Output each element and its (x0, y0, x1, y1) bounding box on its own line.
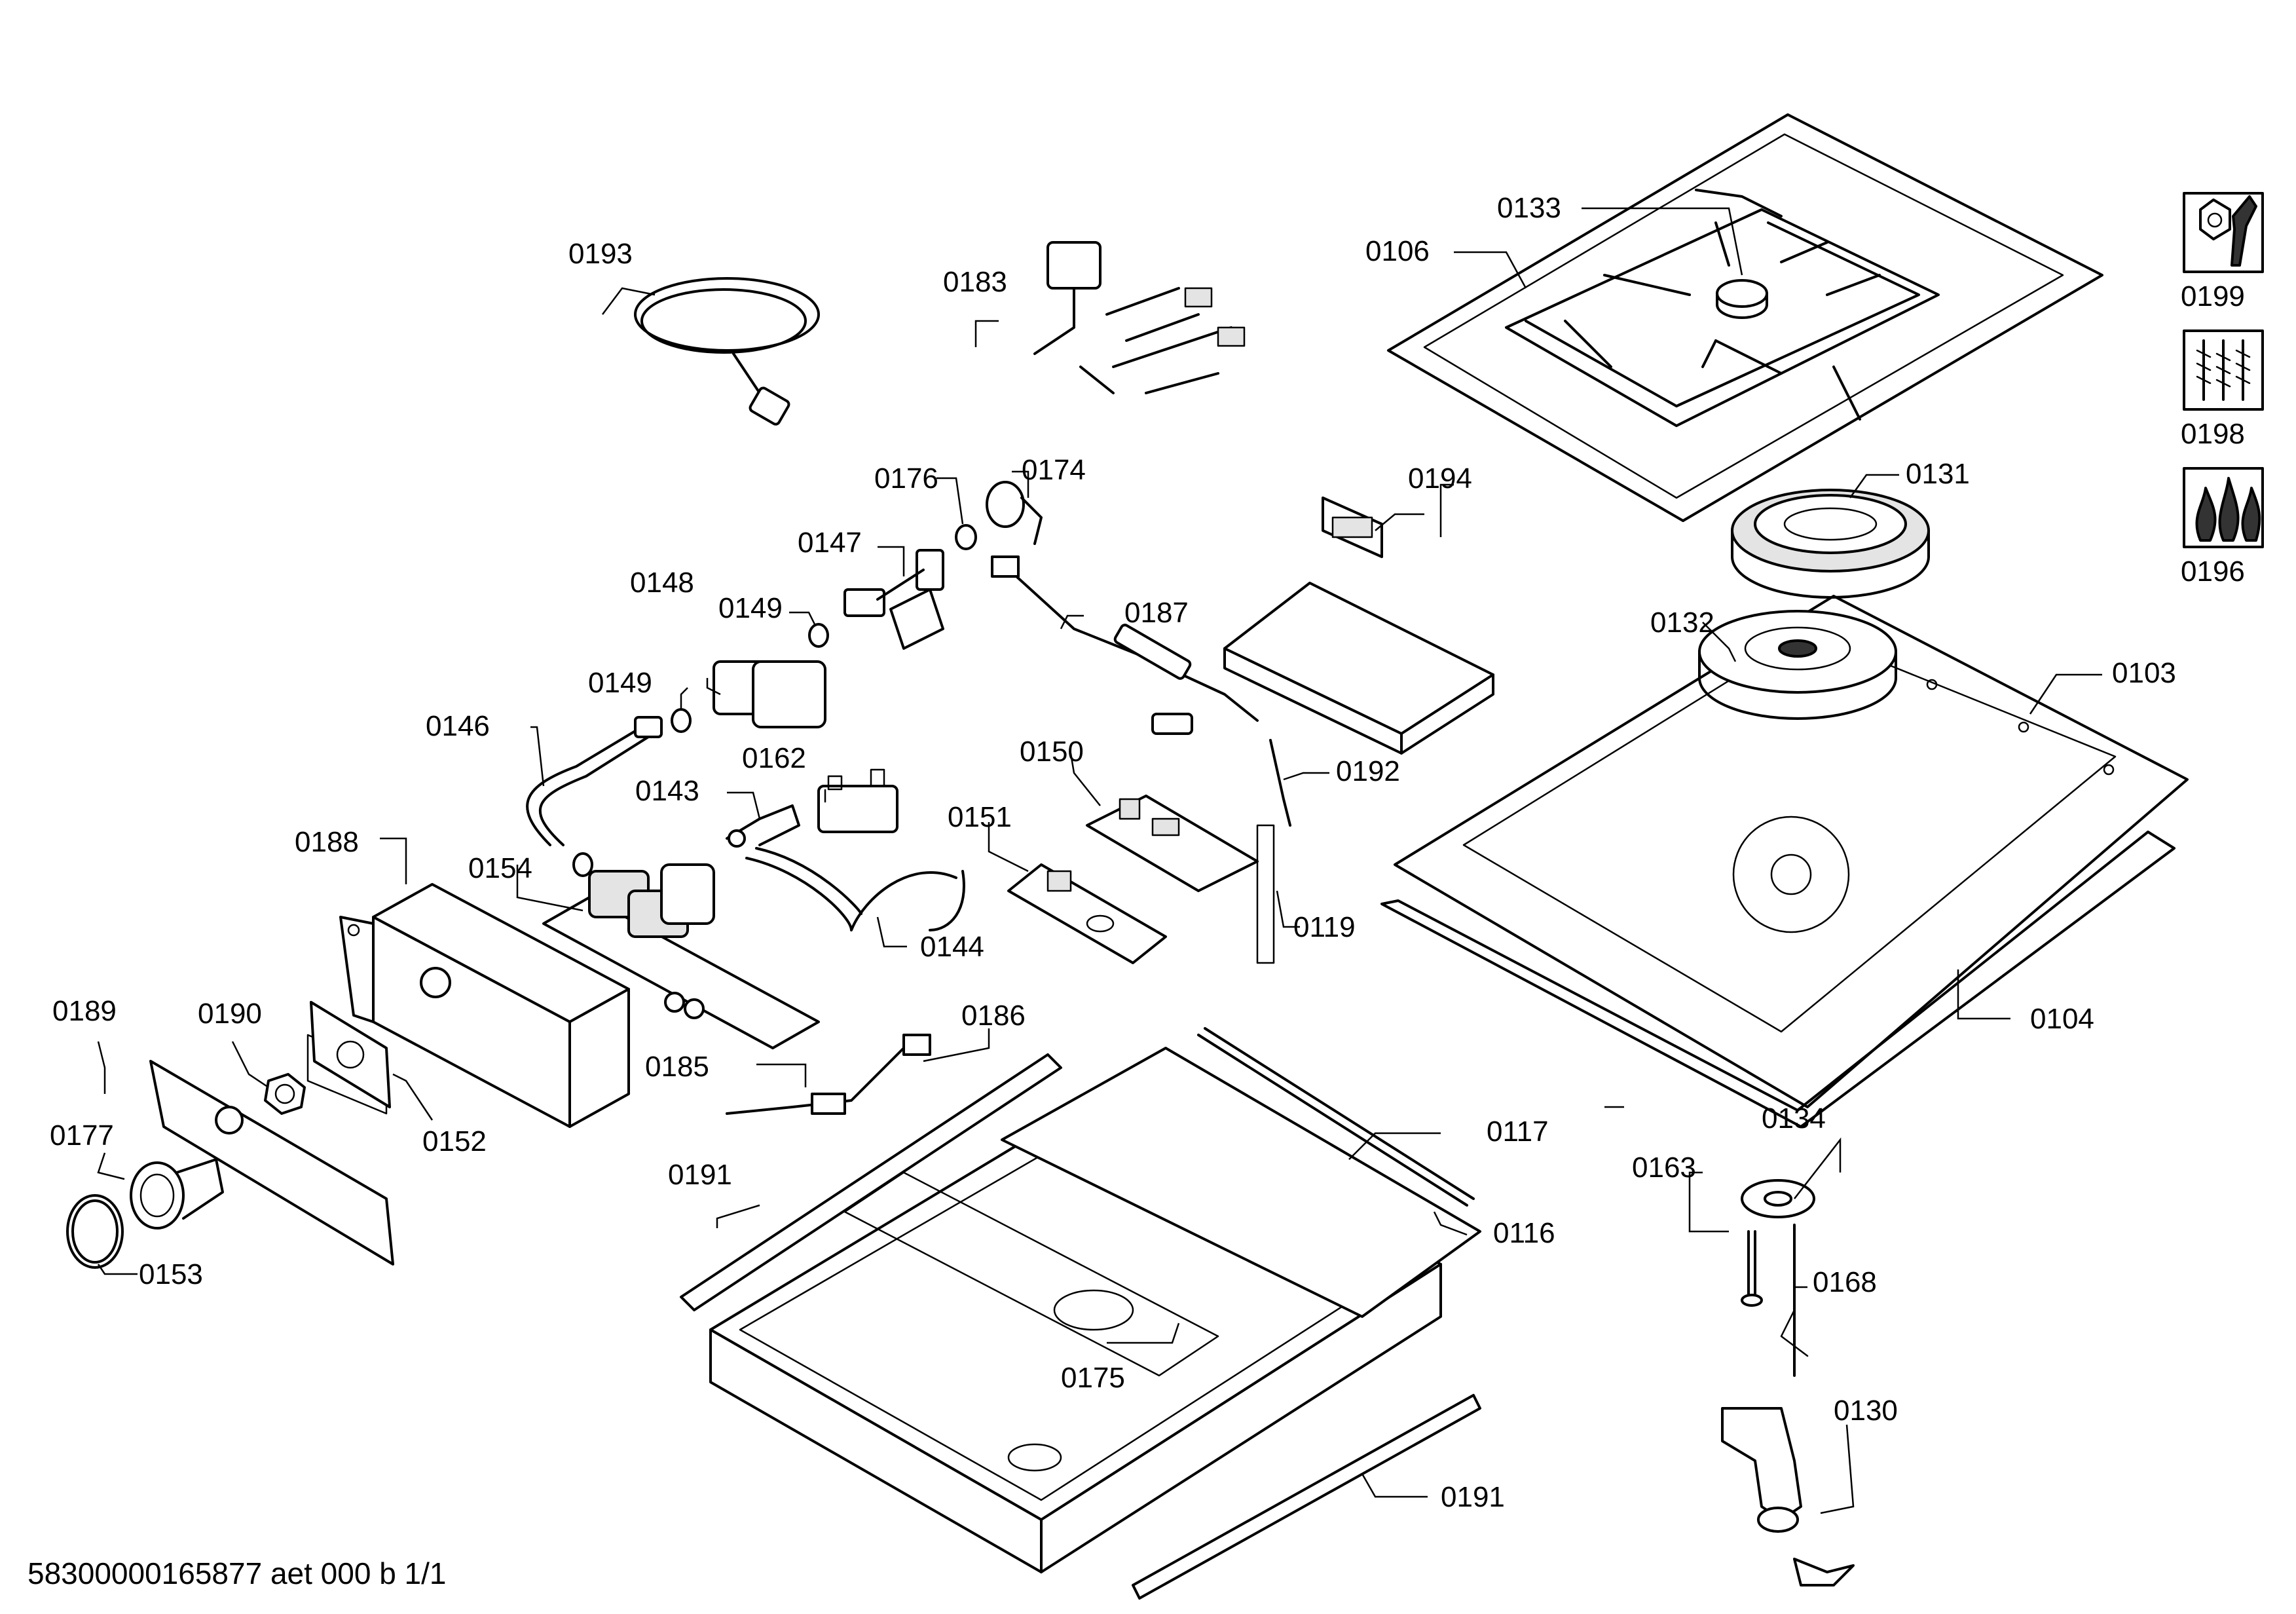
legend-labels: 0199 0198 0196 (2181, 280, 2245, 588)
label-0148: 0148 (630, 567, 694, 599)
elbow-fitting-0143 (726, 804, 800, 848)
switch-module (310, 1001, 391, 1108)
sensor-wire (991, 555, 1291, 827)
label-0162: 0162 (742, 742, 806, 774)
label-0192: 0192 (1336, 755, 1400, 787)
legend-label-0198: 0198 (2181, 418, 2245, 450)
control-housing (339, 883, 630, 1128)
elbow-0174 (986, 481, 1043, 545)
label-0153: 0153 (139, 1258, 203, 1290)
label-0189: 0189 (52, 995, 117, 1027)
label-0146: 0146 (426, 710, 490, 742)
hob-seal (1380, 831, 2176, 1128)
label-0187: 0187 (1124, 597, 1189, 629)
gas-pipe-0146 (526, 716, 663, 846)
label-0133: 0133 (1497, 192, 1561, 224)
legend-tools-icon (2183, 192, 2264, 273)
pan-support-grate (1505, 189, 1940, 427)
label-0149b: 0149 (588, 667, 652, 699)
knob-ring (66, 1194, 124, 1269)
pcb-lower (1007, 863, 1167, 964)
part-labels: 0133 0106 0131 0132 0103 0104 0117 0116 … (50, 192, 2176, 1513)
valve-0148 (713, 660, 826, 728)
relay-box (1223, 582, 1494, 755)
seal-ring-0154 (572, 852, 593, 877)
label-0132: 0132 (1650, 607, 1714, 639)
label-0191a: 0191 (668, 1159, 732, 1191)
terminal-block (1322, 497, 1383, 558)
label-0175: 0175 (1061, 1362, 1125, 1394)
label-0106: 0106 (1365, 235, 1430, 267)
gas-pipe-0144 (745, 847, 965, 931)
housing-cover-plate (1001, 1047, 1481, 1318)
label-0147: 0147 (798, 527, 862, 559)
label-0194: 0194 (1408, 462, 1472, 495)
clamp-0134 (1741, 1179, 1815, 1218)
power-cord (634, 277, 820, 426)
label-0174: 0174 (1022, 454, 1086, 486)
legend-label-0199: 0199 (2181, 280, 2245, 312)
leader-lines (97, 207, 2102, 1514)
hob-glass-plate (1394, 595, 2189, 1108)
label-0149a: 0149 (718, 592, 783, 624)
nut (264, 1073, 306, 1115)
label-0168: 0168 (1813, 1266, 1877, 1298)
label-0104: 0104 (2030, 1003, 2094, 1035)
label-0163: 0163 (1632, 1152, 1696, 1184)
mounting-clip-strip (680, 1053, 1481, 1600)
label-0176: 0176 (874, 462, 938, 495)
seal-ring-0149-lower (671, 708, 692, 733)
label-0151: 0151 (948, 801, 1012, 833)
pcb-upper (1086, 795, 1259, 892)
burner-ring (1731, 489, 1930, 599)
label-0186: 0186 (961, 1000, 1026, 1032)
label-0116: 0116 (1493, 1217, 1555, 1249)
seal-ring-0149-upper (808, 623, 829, 648)
wiring-harness-upper (1033, 241, 1246, 394)
screw-0163 (1741, 1230, 1763, 1307)
burner-base (1698, 610, 1897, 720)
label-0152: 0152 (422, 1125, 487, 1157)
seal-ring-0176 (955, 524, 977, 550)
harness-lower (726, 824, 1275, 1115)
ignition-module (817, 768, 898, 833)
front-panel-bracket (149, 1034, 394, 1266)
injector-0130 (1721, 1407, 1855, 1586)
label-0193: 0193 (568, 238, 633, 270)
gasket-strip (1197, 1027, 1475, 1207)
control-knob (130, 1158, 224, 1229)
legend-screws-icon (2183, 329, 2264, 411)
label-0103: 0103 (2112, 657, 2176, 689)
label-0150: 0150 (1020, 736, 1084, 768)
label-0191b: 0191 (1441, 1481, 1505, 1513)
label-0130: 0130 (1834, 1395, 1898, 1427)
label-0188: 0188 (295, 826, 359, 858)
label-0185: 0185 (645, 1051, 709, 1083)
gas-pipe-0147 (843, 549, 944, 650)
legend-label-0196: 0196 (2181, 555, 2245, 588)
label-0154: 0154 (468, 852, 532, 884)
label-0119: 0119 (1293, 911, 1356, 943)
label-0117: 0117 (1487, 1116, 1549, 1148)
label-0177: 0177 (50, 1119, 114, 1152)
label-0134: 0134 (1762, 1102, 1826, 1135)
label-0190: 0190 (198, 998, 262, 1030)
label-0131: 0131 (1906, 458, 1970, 490)
label-0143: 0143 (635, 775, 699, 807)
legend-flames-icon (2183, 467, 2264, 548)
gas-valve (542, 863, 820, 1049)
burner-cap (1716, 279, 1768, 319)
label-0183: 0183 (943, 266, 1007, 298)
document-id: 58300000165877 aet 000 b 1/1 (28, 1556, 447, 1590)
label-0144: 0144 (920, 931, 984, 963)
